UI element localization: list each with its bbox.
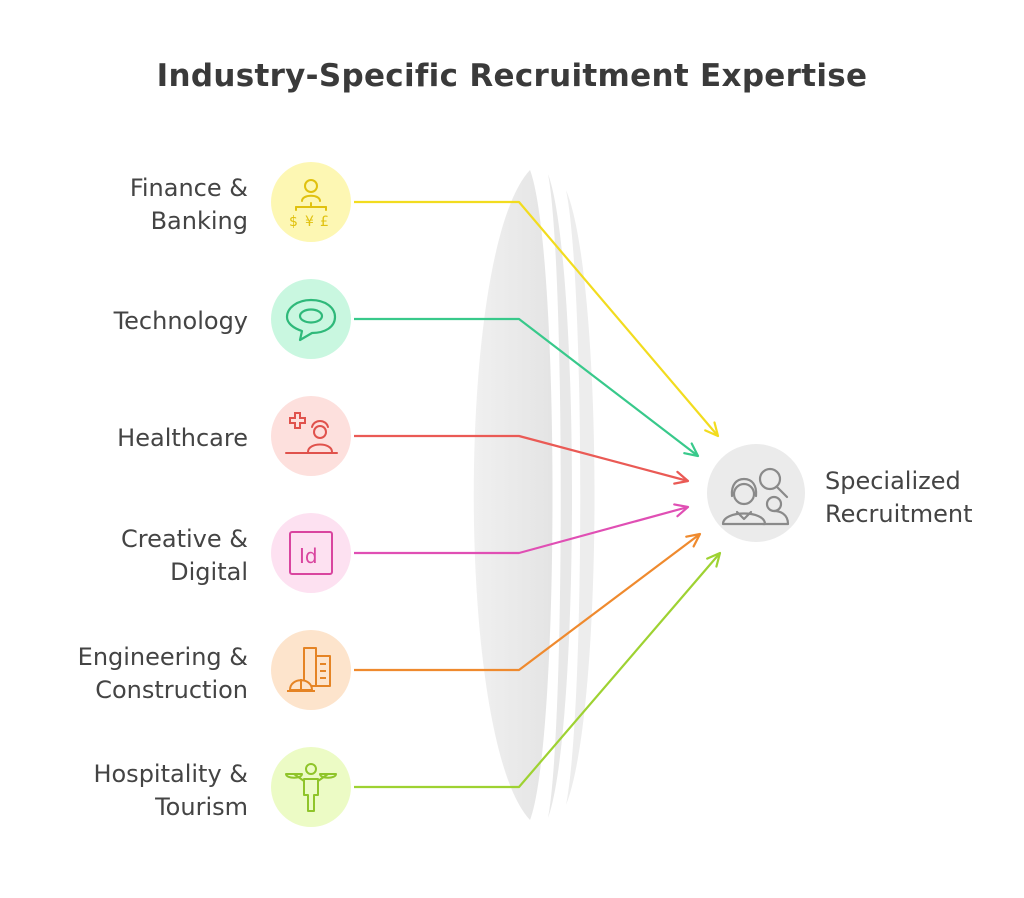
source-node-hospitality [271,747,351,827]
source-node-technology [271,279,351,359]
source-label-finance: Finance & Banking [129,174,248,235]
source-label-engineering: Engineering & Construction [77,643,248,704]
connector-healthcare [354,434,689,483]
arrowhead-finance [704,421,720,438]
source-label-healthcare: Healthcare [117,424,248,452]
funnel-lens [473,169,595,821]
svg-text:Id: Id [299,544,318,568]
connector-technology [354,317,699,457]
svg-text:$: $ [289,214,298,230]
svg-text:¥: ¥ [305,214,314,230]
construction-icon [287,647,331,692]
source-node-finance: $ ¥ £ [271,162,351,242]
source-label-technology: Technology [113,307,248,335]
hospitality-icon [285,763,337,812]
source-node-creative: Id [271,513,351,593]
chat-bubble-icon [285,298,337,342]
arrowhead-healthcare [673,470,690,485]
diagram-title: Industry-Specific Recruitment Expertise [156,58,868,94]
source-label-creative: Creative & Digital [121,525,248,586]
svg-text:£: £ [320,214,329,230]
target-node-specialized-recruitment [707,444,805,542]
source-label-hospitality: Hospitality & Tourism [93,760,248,821]
arrowhead-creative [673,503,690,518]
connector-finance [354,200,719,437]
connector-creative [354,505,689,555]
connector-hospitality [354,552,721,789]
source-nodes: $ ¥ £ [271,162,351,827]
connector-lines [354,200,722,789]
recruiters-icon [721,467,790,526]
arrowhead-technology [683,442,700,458]
connector-engineering [354,533,701,672]
healthcare-icon [285,412,338,454]
target-label: Specialized Recruitment [825,467,973,528]
design-app-icon: Id [289,531,333,575]
source-node-healthcare [271,396,351,476]
source-node-engineering [271,630,351,710]
arrowhead-engineering [685,532,702,548]
finance-icon: $ ¥ £ [289,179,329,230]
arrowhead-hospitality [706,551,722,568]
